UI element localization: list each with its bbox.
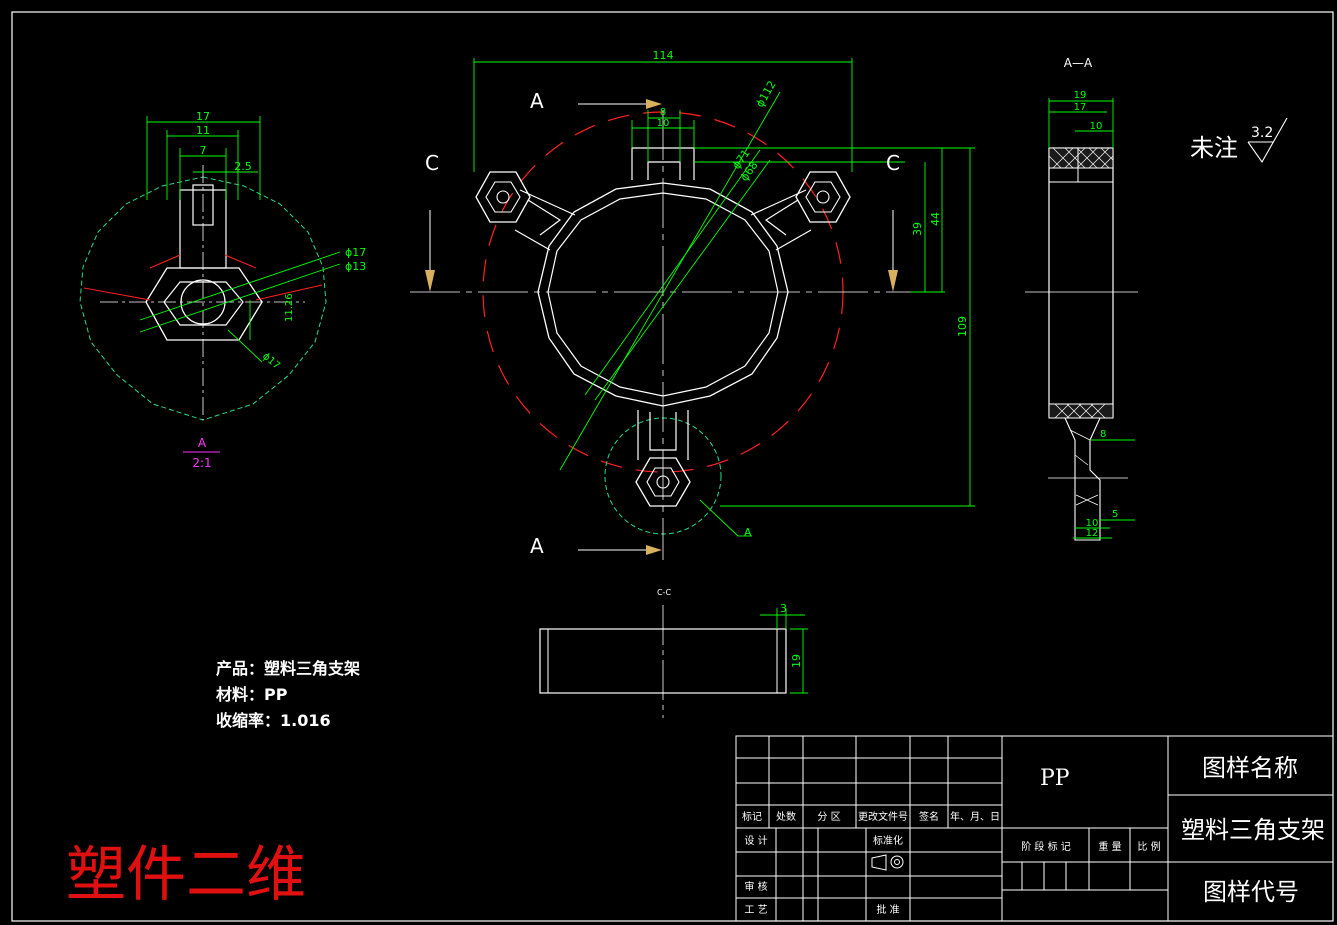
tb-material: PP bbox=[1040, 766, 1070, 791]
main-bottom-hex bbox=[635, 457, 691, 507]
aa-dim-17: 17 bbox=[1074, 102, 1087, 113]
main-left-arm bbox=[514, 189, 576, 251]
note-label: 未注 bbox=[1190, 134, 1238, 162]
tb-r-approve: 批 准 bbox=[876, 903, 899, 916]
dim-17: 17 bbox=[196, 110, 210, 123]
aa-dim-5: 5 bbox=[1112, 509, 1118, 520]
tb-weight: 重 量 bbox=[1098, 840, 1121, 853]
dim-phi17-a: ϕ17 bbox=[345, 246, 366, 259]
main-right-hex-inner bbox=[805, 181, 841, 213]
tb-r-design: 设 计 bbox=[744, 834, 767, 847]
detail-scale: 2:1 bbox=[192, 456, 211, 470]
tb-scale: 比 例 bbox=[1137, 840, 1160, 853]
dim-10: 10 bbox=[657, 118, 670, 129]
tb-h-date: 年、月、日 bbox=[950, 810, 1000, 823]
main-view: 114 8 10 ϕ112 ϕ71 ϕ68 39 44 109 A A A C … bbox=[410, 49, 975, 560]
roughness-symbol bbox=[1247, 117, 1288, 164]
big-title: 塑件二维 bbox=[66, 840, 306, 910]
detail-label: A bbox=[198, 436, 207, 450]
dim-109: 109 bbox=[956, 316, 969, 337]
tb-h-count: 处数 bbox=[776, 810, 796, 823]
section-cc-title: C-C bbox=[657, 588, 671, 597]
main-right-hex bbox=[795, 171, 851, 223]
tb-h-mark: 标记 bbox=[742, 811, 762, 823]
tb-h-zone: 分 区 bbox=[817, 811, 840, 823]
tb-r-standard: 标准化 bbox=[873, 834, 903, 847]
tb-name-header: 图样名称 bbox=[1202, 754, 1298, 782]
tb-h-change: 更改文件号 bbox=[858, 810, 908, 823]
tb-h-sign: 签名 bbox=[919, 810, 939, 823]
section-aa-body bbox=[1048, 147, 1114, 417]
dim-7: 7 bbox=[200, 144, 207, 157]
roughness-note: 未注 3.2 bbox=[1190, 117, 1288, 164]
tb-code-header: 图样代号 bbox=[1203, 878, 1299, 906]
section-aa-hatch-top bbox=[1048, 147, 1114, 169]
section-c-right: C bbox=[886, 151, 900, 175]
product-line-3: 收缩率：1.016 bbox=[216, 711, 331, 730]
dim-phi13: ϕ13 bbox=[345, 260, 366, 273]
roughness-value: 3.2 bbox=[1251, 125, 1273, 141]
dim-2-5: 2.5 bbox=[234, 160, 252, 173]
dim-11: 11 bbox=[196, 124, 210, 137]
aa-dim-8: 8 bbox=[1100, 429, 1106, 440]
section-a-top: A bbox=[530, 89, 544, 113]
detail-view-left: 17 11 7 2.5 ϕ17 ϕ13 11.26 ϕ17 A 2:1 bbox=[79, 110, 366, 470]
main-left-hole bbox=[496, 190, 510, 204]
tb-stage-mark: 阶 段 标 记 bbox=[1021, 840, 1071, 853]
tb-r-review: 审 核 bbox=[744, 880, 767, 893]
dim-39: 39 bbox=[911, 222, 924, 236]
product-line-1: 产品：塑料三角支架 bbox=[216, 659, 360, 678]
dim-8: 8 bbox=[660, 107, 666, 118]
cc-dim-19: 19 bbox=[790, 654, 803, 668]
tb-r-process: 工 艺 bbox=[744, 904, 767, 916]
section-aa-title: A—A bbox=[1064, 56, 1093, 70]
detail-hex-inner bbox=[163, 281, 244, 326]
title-block bbox=[735, 735, 1334, 922]
detail-a-callout: A bbox=[744, 526, 752, 539]
product-line-2: 材料：PP bbox=[216, 685, 288, 704]
dim-11-26: 11.26 bbox=[284, 293, 295, 322]
drawing-frame bbox=[11, 11, 1334, 922]
section-aa-view: A—A 19 17 10 8 5 10 12 bbox=[1025, 56, 1138, 541]
aa-dim-12: 12 bbox=[1086, 528, 1099, 539]
main-right-hole bbox=[816, 190, 830, 204]
aa-dim-10: 10 bbox=[1090, 121, 1103, 132]
section-a-bottom: A bbox=[530, 534, 544, 558]
standard-symbol bbox=[871, 854, 904, 871]
section-aa-lug bbox=[1064, 417, 1101, 541]
main-left-hex-inner bbox=[485, 181, 521, 213]
aa-dim-19: 19 bbox=[1074, 90, 1087, 101]
dim-114: 114 bbox=[653, 49, 674, 62]
main-left-hex bbox=[475, 171, 531, 223]
section-c-left: C bbox=[425, 151, 439, 175]
detail-hex-outer bbox=[145, 267, 263, 341]
cc-dim-3: 3 bbox=[780, 602, 787, 615]
dim-44: 44 bbox=[929, 212, 942, 226]
detail-red-arc bbox=[83, 254, 323, 301]
dim-phi112: ϕ112 bbox=[753, 79, 778, 110]
dim-phi17-b: ϕ17 bbox=[260, 351, 282, 372]
main-bottom-hex-inner bbox=[646, 467, 680, 497]
aa-dim-10b: 10 bbox=[1086, 518, 1099, 529]
main-right-arm bbox=[750, 189, 812, 251]
section-cc-view: C-C 3 19 bbox=[539, 588, 808, 718]
tb-name-value: 塑料三角支架 bbox=[1181, 816, 1325, 844]
